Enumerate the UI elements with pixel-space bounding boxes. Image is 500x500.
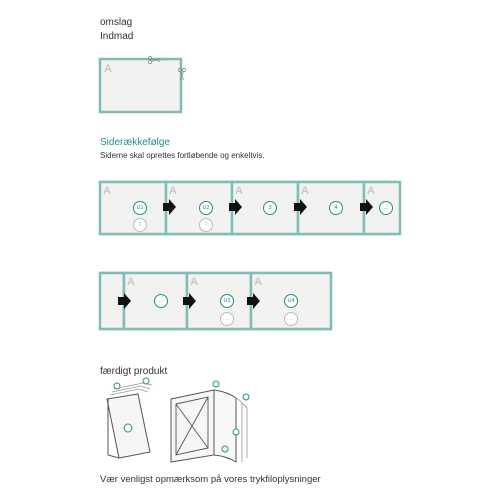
page-number-circle-back (220, 312, 234, 326)
arrow-right-icon (247, 293, 260, 309)
arrow-right-icon (183, 293, 196, 309)
arrow-right-icon (163, 199, 176, 215)
page-number-circle (133, 201, 147, 215)
page-number-text: ... (159, 298, 164, 304)
page-letter: A (190, 276, 198, 288)
page-card: A 3 (230, 180, 300, 236)
page-card: A ... (362, 180, 402, 236)
page-number-circle (220, 294, 234, 308)
arrow-right-icon (118, 293, 131, 309)
page-card: A U3 ... (185, 271, 253, 331)
arrow-right-icon (294, 199, 307, 215)
page-row-1: A U1 2 A U2 ? A 3 A 4 A (98, 180, 402, 236)
page-letter: A (254, 276, 262, 288)
scissors-icon (178, 68, 186, 81)
page-number-text: ... (384, 205, 389, 211)
page-number-text: U2 (202, 205, 209, 211)
open-booklet-illustration (170, 380, 250, 463)
scissors-icon (148, 56, 168, 64)
page-number-text-back: ... (289, 316, 294, 322)
section-description: Siderne skal oprettes fortløbende og enk… (100, 151, 265, 160)
page-number-text-back: ? (204, 222, 207, 228)
page-number-circle (329, 201, 343, 215)
page-number-circle (154, 294, 168, 308)
page-number-circle-back (284, 312, 298, 326)
footer-note: Vær venligst opmærksom på vores trykfilo… (100, 474, 321, 485)
page-number-circle (113, 382, 121, 390)
section-title-page-order: Siderækkefølge (100, 137, 171, 148)
page-card: A U4 ... (249, 271, 333, 331)
label-finished-product: færdigt produkt (100, 366, 168, 377)
page-number-circle-back (199, 218, 213, 232)
page-number-circle (199, 201, 213, 215)
page-letter: A (103, 185, 111, 197)
page-letter: A (104, 63, 112, 75)
page-letter: A (301, 185, 309, 197)
page-number-circle (142, 377, 150, 385)
label-omslag: omslag (100, 17, 133, 28)
page-number-circle (232, 428, 240, 436)
page-number-circle (221, 445, 229, 453)
page-number-text: 4 (334, 205, 337, 211)
page-row-2: A ... A U3 ... A U4 ... (98, 271, 333, 331)
page-number-circle (263, 201, 277, 215)
page-card: A 4 (296, 180, 366, 236)
arrow-right-icon (229, 199, 242, 215)
page-number-text: U3 (223, 298, 230, 304)
page-number-circle (284, 294, 298, 308)
page-card: A U2 ? (164, 180, 234, 236)
cover-page: A (98, 56, 186, 114)
page-letter: A (127, 276, 135, 288)
page-letter: A (235, 185, 243, 197)
closed-booklet-illustration (106, 377, 153, 459)
page-number-circle (379, 201, 393, 215)
page-number-text-back: ... (225, 316, 230, 322)
page-card: A U1 2 (98, 180, 168, 236)
page-number-circle (212, 380, 220, 388)
page-number-text: U4 (287, 298, 294, 304)
page-number-circle (242, 393, 250, 401)
page-number-text: U1 (136, 205, 143, 211)
page-number-text-back: 2 (138, 222, 141, 228)
page-number-circle-back (133, 218, 147, 232)
arrow-right-icon (360, 199, 373, 215)
page-letter: A (169, 185, 177, 197)
page-number-circle (123, 423, 133, 433)
page-card: A ... (122, 271, 189, 331)
page-letter: A (367, 185, 375, 197)
page-number-text: 3 (268, 205, 271, 211)
label-indmad: Indmad (100, 31, 134, 42)
